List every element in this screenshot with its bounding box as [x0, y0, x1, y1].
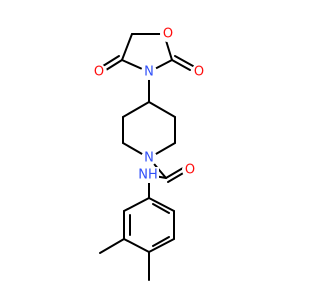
- bond-c4-o-double-a: [105, 59, 123, 71]
- bond-ar-c4-c5: [148, 238, 175, 253]
- bond-ar-c3-c4: [123, 238, 150, 253]
- knockout-n-oxazolidine: [141, 64, 157, 80]
- knockout-o-right: [191, 64, 207, 80]
- bond-carbonyl-c-o-b: [167, 171, 186, 183]
- bond-c2-o-double-b: [174, 55, 194, 67]
- bond-ar-inner-2: [152, 236, 170, 247]
- bond-ar-inner-3: [152, 203, 170, 214]
- knockout-nh: [137, 167, 159, 183]
- bond-ch2-c4: [121, 33, 133, 61]
- bond-c2-o-double-a: [171, 59, 191, 71]
- atom-n-oxazolidine: N: [144, 65, 154, 80]
- bond-pip-c4-c3: [122, 101, 150, 118]
- knockout-o-amide: [182, 162, 198, 178]
- knockout-o-left: [91, 64, 107, 80]
- benzene-ring: [123, 197, 175, 253]
- knockout-n-piperidine: [141, 150, 157, 166]
- bond-methyl-3: [99, 238, 125, 254]
- atom-o-amide: O: [185, 163, 195, 178]
- atom-n-piperidine: N: [144, 151, 154, 166]
- bond-ar-c1-c2: [123, 197, 150, 212]
- molecule-canvas: O O O N N O NH: [91, 26, 207, 281]
- bond-pip-c5-c4: [148, 101, 176, 118]
- bond-c4-o-double-b: [102, 55, 120, 67]
- atom-o-carbonyl-right: O: [194, 65, 204, 80]
- bond-ar-c6-c1: [148, 197, 175, 212]
- atom-nh-amide: NH: [138, 168, 158, 183]
- bond-carbonyl-c-o-a: [165, 167, 184, 179]
- structure-diagram: O O O N N O NH: [91, 26, 207, 281]
- atom-labels: O O O N N O NH: [91, 26, 207, 183]
- atom-o-carbonyl-left: O: [94, 65, 104, 80]
- knockout-o-ring: [160, 26, 176, 42]
- atom-o-ring: O: [163, 27, 173, 42]
